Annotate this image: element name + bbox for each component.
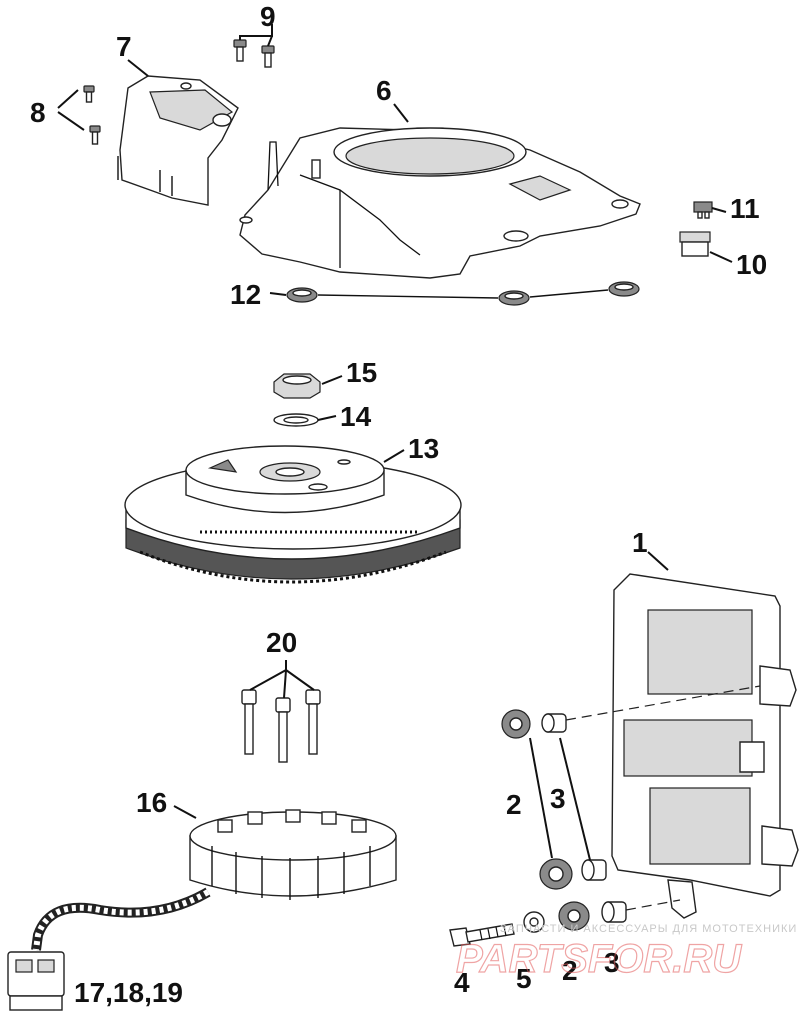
part-13-flywheel xyxy=(124,445,462,584)
callout-2-lower: 2 xyxy=(562,955,578,986)
part-17-harness xyxy=(7,887,211,1011)
part-3-sleeve-middle xyxy=(581,859,607,881)
callout-labels: 7 8 9 6 11 10 12 15 14 13 1 20 16 2 3 4 … xyxy=(30,1,767,1008)
part-12-grommets xyxy=(286,281,640,306)
callout-2-upper: 2 xyxy=(506,789,522,820)
callout-13: 13 xyxy=(408,433,439,464)
callout-6: 6 xyxy=(376,75,392,106)
callout-17-18-19: 17,18,19 xyxy=(74,977,183,1008)
callout-9: 9 xyxy=(260,1,276,32)
callout-12: 12 xyxy=(230,279,261,310)
part-2-grommet-middle xyxy=(539,858,573,890)
watermark-text: ЗАПЧАСТИ И АКСЕССУАРЫ ДЛЯ МОТОТЕХНИКИ xyxy=(500,923,797,935)
part-5-washer xyxy=(523,911,545,933)
part-8-screws xyxy=(83,85,101,145)
part-20-bolts xyxy=(241,689,321,763)
part-1-module xyxy=(611,573,799,919)
part-9-screws xyxy=(233,39,275,68)
part-15-nut xyxy=(273,373,321,399)
part-3-sleeve-upper xyxy=(541,713,567,733)
part-11-fuse xyxy=(693,201,713,219)
callout-1: 1 xyxy=(632,527,648,558)
part-2-grommet-lower xyxy=(558,901,590,931)
watermark-logo: PARTSFOR.RU xyxy=(456,937,742,981)
callout-20: 20 xyxy=(266,627,297,658)
callout-15: 15 xyxy=(346,357,377,388)
watermark: ЗАПЧАСТИ И АКСЕССУАРЫ ДЛЯ МОТОТЕХНИКИ PA… xyxy=(455,923,797,982)
callout-14: 14 xyxy=(340,401,372,432)
leader-lines xyxy=(57,24,733,861)
callout-8: 8 xyxy=(30,97,46,128)
callout-4: 4 xyxy=(454,967,470,998)
part-4-bolt xyxy=(449,923,515,947)
part-10-fuse-holder xyxy=(679,231,711,257)
part-3-sleeve-lower xyxy=(601,901,627,923)
callout-3-lower: 3 xyxy=(604,947,620,978)
part-16-stator xyxy=(189,809,397,900)
part-7-cover xyxy=(117,75,239,206)
part-2-grommet-upper xyxy=(501,709,531,739)
callout-11: 11 xyxy=(730,193,760,224)
part-6-housing xyxy=(239,127,641,279)
callout-10: 10 xyxy=(736,249,767,280)
callout-16: 16 xyxy=(136,787,167,818)
part-14-washer xyxy=(273,413,319,427)
callout-7: 7 xyxy=(116,31,132,62)
callout-5: 5 xyxy=(516,963,532,994)
callout-3-upper: 3 xyxy=(550,783,566,814)
